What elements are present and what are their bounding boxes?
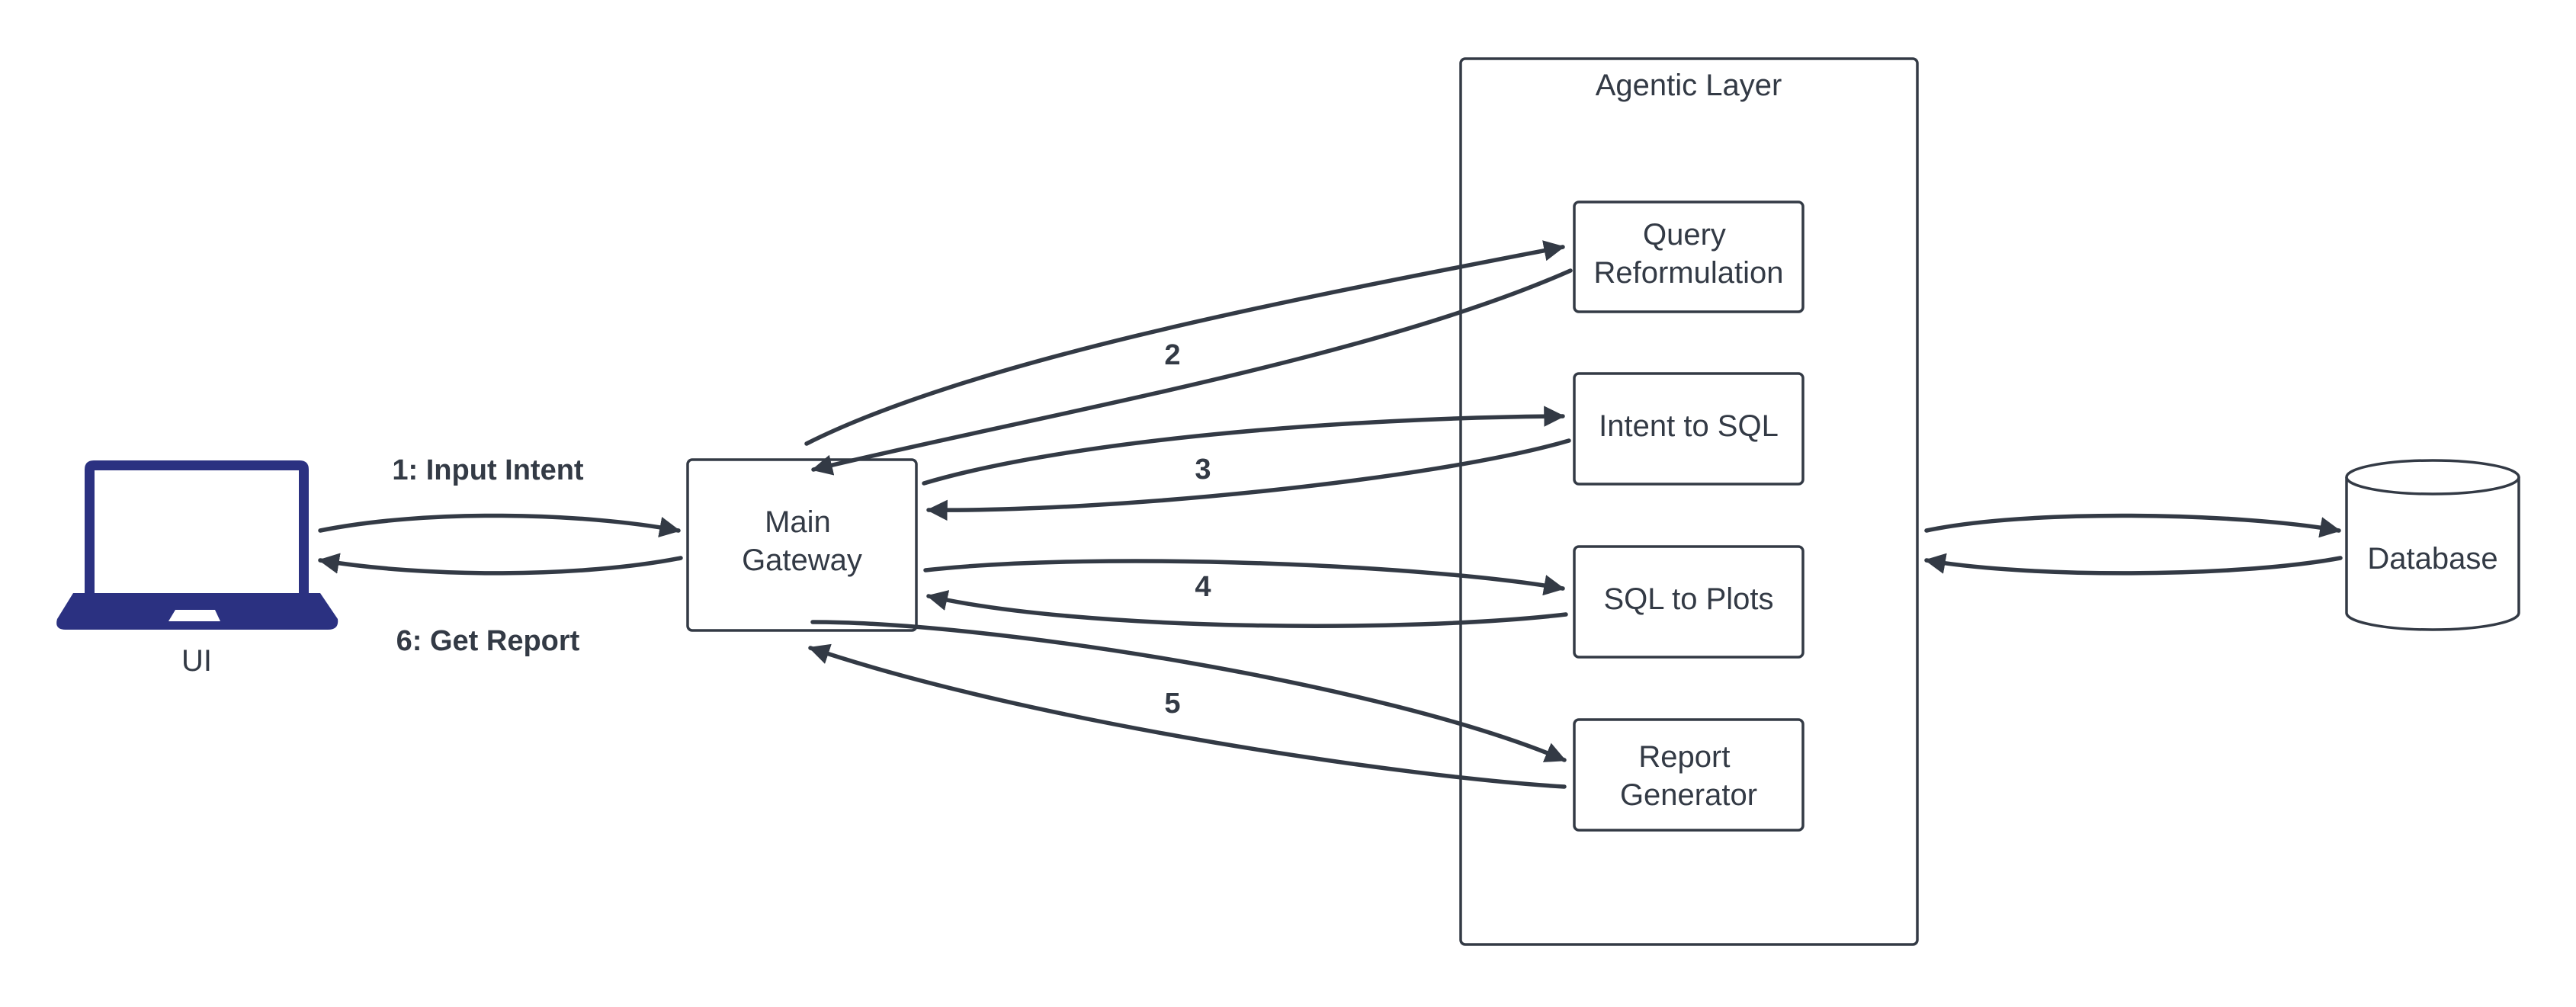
laptop-icon xyxy=(56,460,338,630)
agentic-layer-title: Agentic Layer xyxy=(1596,69,1782,102)
edge-agents-to-database xyxy=(1924,513,2341,538)
report-generator-label: Report Generator xyxy=(1620,740,1757,812)
edge-step-3-out xyxy=(922,406,1565,486)
edge-label-step-5: 5 xyxy=(1164,688,1180,720)
report-generator-node[interactable] xyxy=(1573,718,1804,832)
sql-to-plots-node[interactable] xyxy=(1573,545,1804,659)
edge-step-2-out xyxy=(804,240,1565,446)
intent-to-sql-node[interactable] xyxy=(1573,372,1804,486)
edge-label-step-2: 2 xyxy=(1164,339,1180,371)
database-label: Database xyxy=(2367,542,2497,576)
sql-to-plots-label: SQL to Plots xyxy=(1603,582,1773,616)
edge-label-input-intent: 1: Input Intent xyxy=(392,454,584,486)
edge-get-report xyxy=(318,553,683,576)
query-reformulation-node[interactable] xyxy=(1573,200,1804,313)
query-reformulation-label: Query Reformulation xyxy=(1593,218,1783,290)
edge-input-intent xyxy=(318,513,681,538)
edge-step-2-return xyxy=(811,268,1573,476)
edge-step-4-out xyxy=(923,559,1565,596)
cylinder-database-icon[interactable] xyxy=(2345,459,2520,631)
edge-label-step-3: 3 xyxy=(1195,454,1211,486)
edge-database-to-agents xyxy=(1924,553,2343,576)
edge-label-get-report: 6: Get Report xyxy=(396,625,580,657)
edge-label-step-4: 4 xyxy=(1195,571,1211,603)
edge-step-4-return xyxy=(926,590,1568,628)
ui-label: UI xyxy=(181,644,212,678)
edge-step-5-out xyxy=(810,620,1567,762)
main-gateway-node[interactable] xyxy=(686,458,918,632)
main-gateway-label: Main Gateway xyxy=(742,505,862,577)
intent-to-sql-label: Intent to SQL xyxy=(1599,409,1779,443)
edge-step-3-return xyxy=(926,438,1571,521)
edge-step-5-return xyxy=(808,643,1567,789)
